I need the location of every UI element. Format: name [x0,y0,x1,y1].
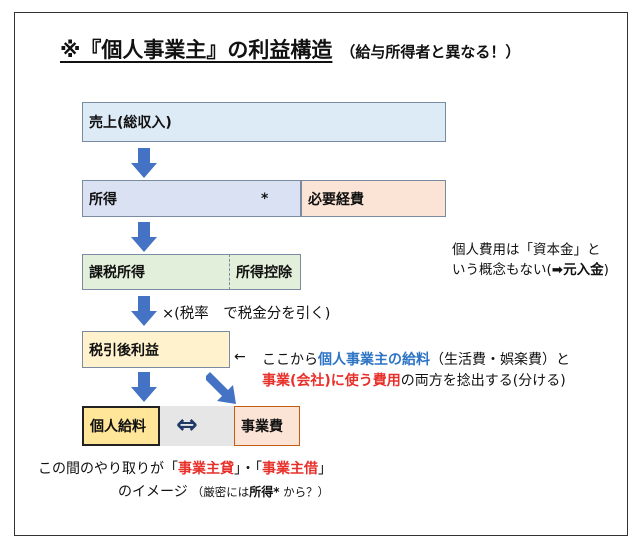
after-tax-profit-label: 税引後利益 [89,342,159,359]
explanation-line2: 事業(会社)に使う費用の両方を捻出する(分ける) [262,370,566,390]
explanation-l2-b: の両方を捻出する(分ける) [400,373,566,389]
business-expenses-label: 事業費 [241,419,283,435]
side-note-bold: 元入金 [563,262,604,278]
personal-salary-box: 個人給料 [82,406,160,446]
bottom-note-l1-a: この間のやり取りが「 [38,461,178,477]
expenses-box: 必要経費 [301,180,446,217]
title-main: ※『個人事業主』の利益構造 [60,38,333,62]
exchange-background [160,406,234,446]
explanation-l1-blue: 個人事業主の給料 [318,352,430,368]
side-note-prefix: いう概念もない( [452,262,552,278]
side-note-line2: いう概念もない(➡元入金) [452,260,609,280]
explanation-l1-a: ここから [262,352,318,368]
bottom-note-line1: この間のやり取りが「事業主貸」・「事業主借」 [38,458,332,478]
bottom-note-line2: のイメージ（厳密には所得* から？） [118,481,329,501]
explanation-l2-red: 事業(会社)に使う費用 [262,373,401,389]
bottom-note-l2-a: のイメージ [118,484,188,500]
business-expenses-box: 事業費 [234,406,300,446]
after-tax-profit-box: 税引後利益 [82,331,230,368]
expenses-label: 必要経費 [308,191,364,208]
explanation-l1-b: （生活費・娯楽費）と [430,352,570,368]
title-subtitle: （給与所得者と異なる！） [340,43,521,61]
personal-salary-label: 個人給料 [90,419,146,435]
revenue-label: 売上(総収入) [89,115,172,131]
down-arrow-4 [131,372,157,402]
income-asterisk: * [261,190,269,207]
exchange-icon: ⇔ [176,410,198,440]
tax-step-label: ×(税率 で税金分を引く) [162,306,331,322]
bottom-note-end: 」 [318,461,332,477]
diagram-title: ※『個人事業主』の利益構造 （給与所得者と異なる！） [60,34,520,64]
down-arrow-3 [131,296,157,326]
down-arrow-2 [131,222,157,252]
revenue-box: 売上(総収入) [82,102,446,142]
explanation-arrow: ← [234,349,246,365]
bottom-note-small2: から？） [279,485,330,499]
bottom-note-red2: 事業主借 [262,461,318,477]
side-note: 個人費用は「資本金」と いう概念もない(➡元入金) [452,240,609,280]
explanation-line1: ここから個人事業主の給料（生活費・娯楽費）と [262,349,570,369]
bottom-note-small1: （厳密には [191,485,250,499]
taxable-income-box: 課税所得 [82,254,230,290]
right-arrow-icon: ➡ [551,262,564,278]
taxable-income-label: 課税所得 [89,265,145,281]
diagram-frame [14,12,628,536]
income-box: 所得 * [82,180,301,217]
diagonal-arrow [206,372,236,404]
bottom-note-bold: 所得* [249,485,280,499]
side-note-line1: 個人費用は「資本金」と [452,242,601,258]
bottom-note-mid: 」・「 [234,461,262,477]
down-arrow-1 [131,148,157,178]
bottom-note-red1: 事業主貸 [178,461,234,477]
side-note-suffix: ) [603,262,609,278]
income-deduction-label: 所得控除 [236,265,292,281]
income-deduction-box: 所得控除 [229,254,301,290]
income-label: 所得 [89,191,117,208]
